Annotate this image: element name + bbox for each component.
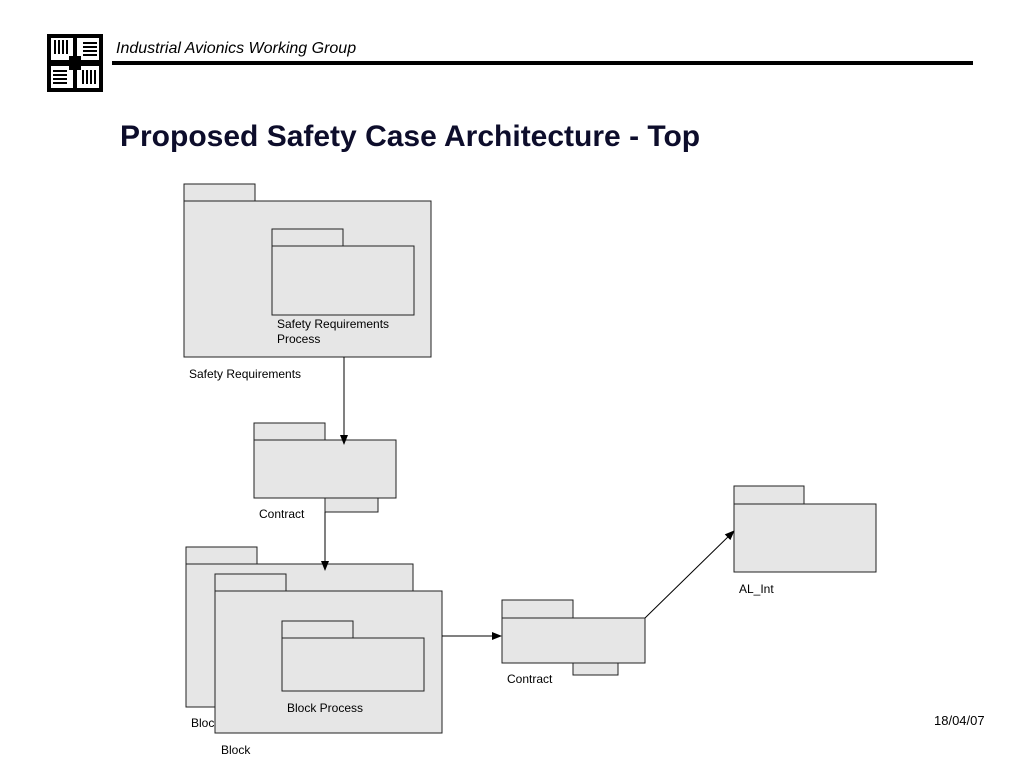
label-block-front: Block (221, 743, 251, 757)
package-contract-right (501, 599, 646, 676)
iawg-logo-icon (47, 34, 103, 92)
label-block-back: Block (191, 716, 215, 730)
package-block-process (281, 620, 425, 692)
label-block-process: Block Process (287, 701, 364, 715)
organization-name: Industrial Avionics Working Group (116, 40, 357, 57)
package-safety-requirements-process (271, 228, 415, 316)
arrow-contract-to-al-int (644, 530, 735, 619)
package-al-int (733, 485, 877, 573)
label-safety-requirements-process-line2: Process (277, 332, 321, 346)
label-safety-requirements: Safety Requirements (189, 367, 302, 381)
label-safety-requirements-process-line1: Safety Requirements (277, 317, 390, 331)
label-al-int: AL_Int (739, 582, 774, 596)
slide-date: 18/04/07 (934, 713, 985, 728)
slide-title: Proposed Safety Case Architecture - Top (120, 120, 701, 153)
package-contract-top (253, 422, 397, 513)
header-divider (112, 61, 973, 65)
label-contract-top: Contract (259, 507, 305, 521)
label-contract-right: Contract (507, 672, 553, 686)
